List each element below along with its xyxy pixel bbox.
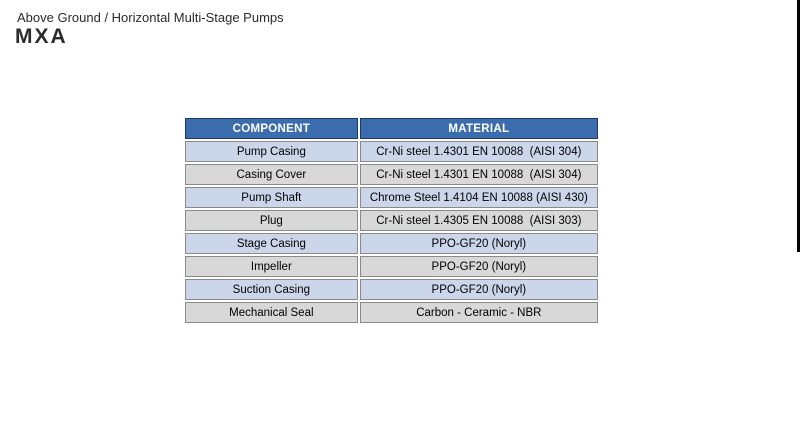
component-cell: Stage Casing (185, 233, 358, 254)
material-cell: Cr-Ni steel 1.4301 EN 10088 (AISI 304) (359, 164, 598, 185)
material-cell: Chrome Steel 1.4104 EN 10088 (AISI 430) (359, 187, 598, 208)
component-cell: Mechanical Seal (185, 302, 358, 323)
component-cell: Suction Casing (185, 279, 358, 300)
page-category: Above Ground / Horizontal Multi-Stage Pu… (17, 10, 284, 25)
component-cell: Pump Shaft (185, 187, 358, 208)
component-cell: Casing Cover (185, 164, 358, 185)
material-cell: PPO-GF20 (Noryl) (359, 256, 598, 277)
component-cell: Pump Casing (185, 141, 358, 162)
material-cell: PPO-GF20 (Noryl) (359, 233, 598, 254)
column-header-component: COMPONENT (185, 118, 358, 139)
material-cell: Cr-Ni steel 1.4301 EN 10088 (AISI 304) (359, 141, 598, 162)
component-cell: Plug (185, 210, 358, 231)
scan-edge-artifact (797, 0, 800, 252)
material-cell: PPO-GF20 (Noryl) (359, 279, 598, 300)
component-cell: Impeller (185, 256, 358, 277)
material-cell: Carbon - Ceramic - NBR (359, 302, 598, 323)
page-title: MXA (15, 25, 68, 48)
table-header-row: COMPONENT MATERIAL (185, 118, 598, 139)
material-cell: Cr-Ni steel 1.4305 EN 10088 (AISI 303) (359, 210, 598, 231)
column-header-material: MATERIAL (359, 118, 598, 139)
